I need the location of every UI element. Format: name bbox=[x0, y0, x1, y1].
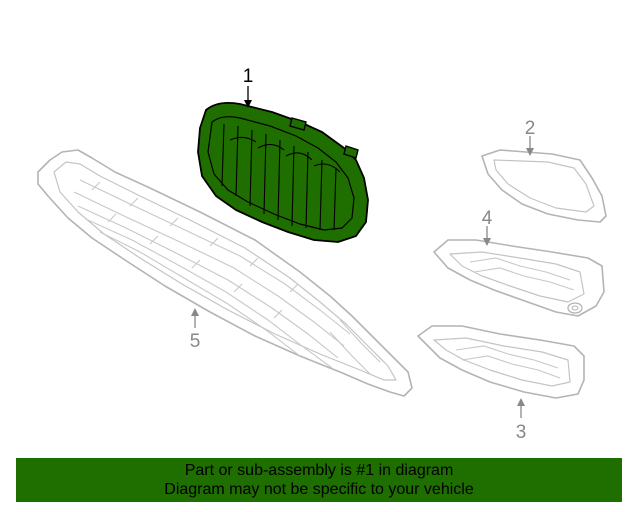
callout-leaders bbox=[191, 86, 534, 418]
callout-4[interactable]: 4 bbox=[482, 208, 493, 229]
banner-line-2: Diagram may not be specific to your vehi… bbox=[164, 481, 474, 498]
part-3-side-trim-lower[interactable] bbox=[417, 325, 585, 399]
callout-5[interactable]: 5 bbox=[190, 331, 201, 352]
part-4-side-trim-upper[interactable] bbox=[433, 239, 605, 317]
part-5-lower-grille[interactable] bbox=[37, 149, 413, 397]
part-1-kidney-grille[interactable] bbox=[197, 101, 369, 243]
callout-2[interactable]: 2 bbox=[525, 118, 536, 139]
info-banner: Part or sub-assembly is #1 in diagram Di… bbox=[16, 458, 622, 502]
part-2-lamp-frame[interactable] bbox=[481, 149, 607, 223]
callout-3[interactable]: 3 bbox=[516, 422, 527, 443]
parts-diagram: 1 2 3 4 5 bbox=[37, 66, 607, 443]
callout-1[interactable]: 1 bbox=[243, 66, 254, 87]
banner-line-1: Part or sub-assembly is #1 in diagram bbox=[184, 462, 454, 479]
